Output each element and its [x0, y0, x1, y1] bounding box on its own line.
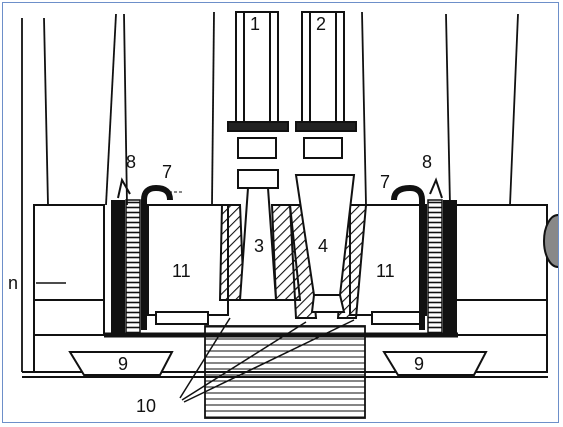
- label-11-right: 11: [376, 261, 395, 281]
- label-2: 2: [316, 14, 326, 34]
- pan-9-right: [382, 351, 488, 376]
- label-9-right: 9: [414, 354, 424, 374]
- pan-9-left: [68, 351, 174, 376]
- crucible-4: [288, 174, 368, 319]
- outer-furnace-blocks: [33, 204, 548, 336]
- back-wall-lines: [21, 11, 519, 372]
- pipe-7-left: [141, 184, 173, 330]
- label-1: 1: [250, 14, 260, 34]
- crucible-3: [218, 169, 302, 301]
- label-4: 4: [318, 236, 328, 256]
- round-fixture: [543, 214, 559, 268]
- label-8-left: 8: [126, 152, 136, 172]
- pipe-7-right: [391, 184, 425, 330]
- label-n: n: [8, 273, 18, 293]
- label-7-right: 7: [380, 172, 390, 192]
- label-3: 3: [254, 236, 264, 256]
- label-10: 10: [136, 396, 156, 416]
- leader-lines-10: [179, 317, 355, 403]
- electrode-1: [227, 11, 289, 159]
- central-drain: [204, 325, 366, 419]
- coil-right: [427, 177, 457, 335]
- label-7-left: 7: [162, 162, 172, 182]
- label-11-left: 11: [172, 261, 191, 281]
- coil-left: [111, 177, 141, 335]
- label-8-right: 8: [422, 152, 432, 172]
- label-9-left: 9: [118, 354, 128, 374]
- electrode-2: [295, 11, 357, 159]
